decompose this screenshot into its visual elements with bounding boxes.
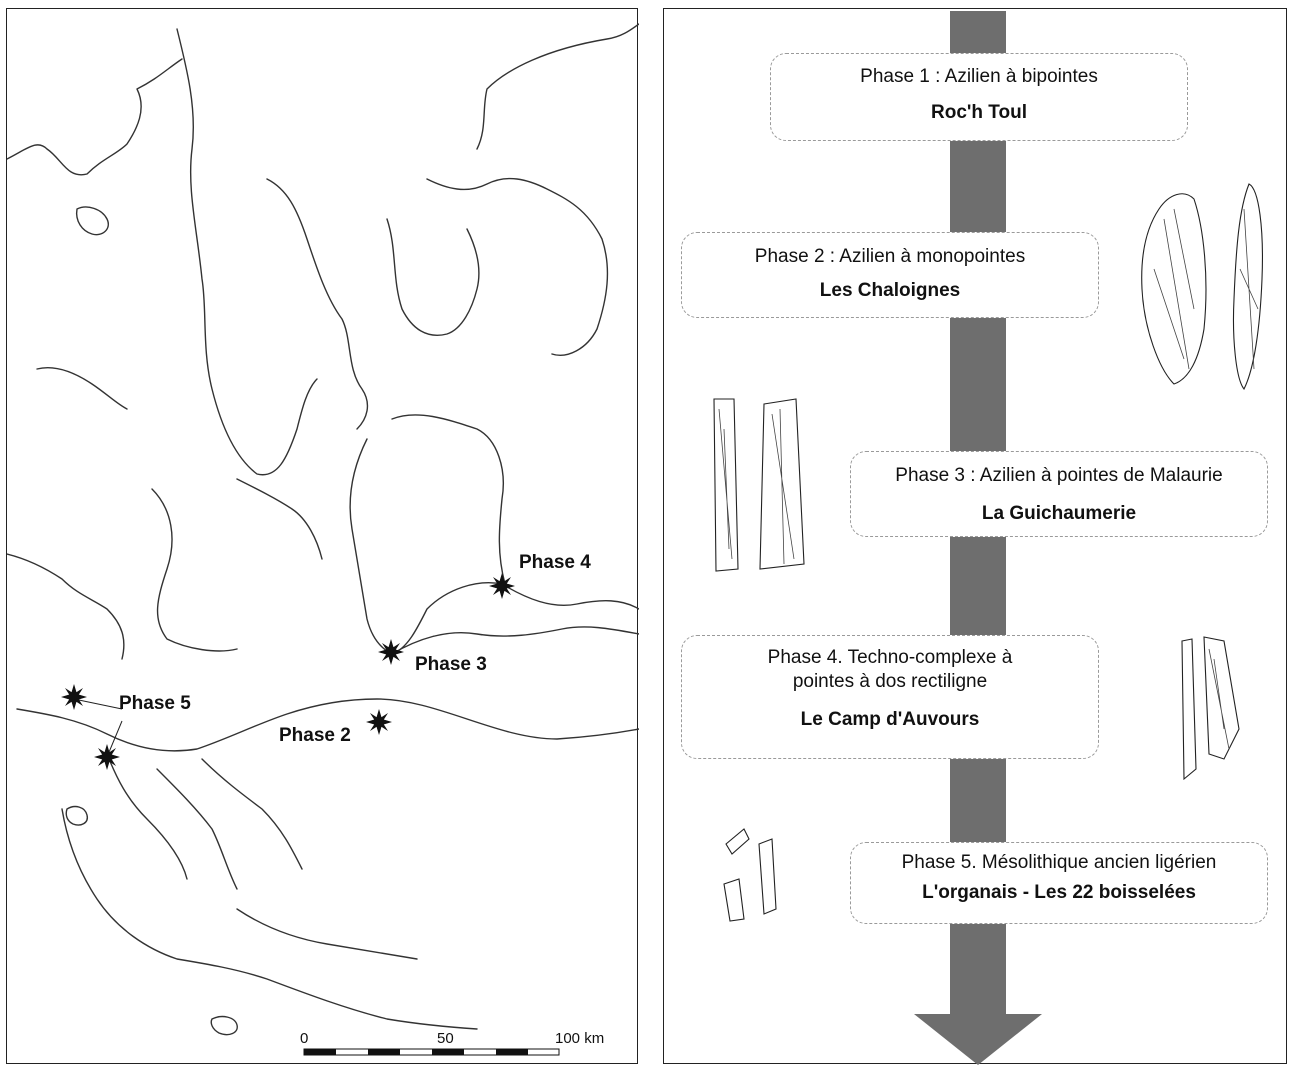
scale-label-0: 0: [300, 1030, 308, 1047]
phase-title-1: Phase 1 : Azilien à bipointes: [860, 66, 1098, 87]
phase-site-1: Roc'h Toul: [931, 102, 1027, 123]
coastline-northeast: [476, 23, 639, 150]
river-east-loop: [349, 438, 503, 655]
island: [75, 206, 109, 236]
river-west-4: [236, 478, 323, 560]
island-2: [65, 805, 88, 826]
river-south-3: [201, 758, 303, 870]
river-east-2: [391, 414, 506, 585]
map-panel: Phase 4 Phase 3 Phase 5 Phase 2 0 50 100…: [6, 8, 639, 1064]
river-north-1: [176, 28, 318, 476]
phase-title-2: Phase 2 : Azilien à monopointes: [754, 246, 1026, 267]
scale-label-50: 50: [437, 1030, 454, 1047]
phase-site-2: Les Chaloignes: [819, 280, 961, 301]
phase-box-4: Phase 4. Techno-complexe à pointes à dos…: [681, 635, 1099, 759]
phase-title-5: Phase 5. Mésolithique ancien ligérien: [901, 852, 1217, 873]
river-east-3: [501, 583, 639, 610]
artifact-drawing-phase5: [723, 828, 777, 922]
phase-box-2: Phase 2 : Azilien à monopointes Les Chal…: [681, 232, 1099, 318]
river-west-1: [7, 553, 125, 660]
site-label-phase2: Phase 2: [279, 725, 351, 746]
phase-box-3: Phase 3 : Azilien à pointes de Malaurie …: [850, 451, 1268, 537]
site-label-phase5: Phase 5: [119, 693, 191, 714]
phase-box-1: Phase 1 : Azilien à bipointes Roc'h Toul: [770, 53, 1188, 141]
river-west-2: [36, 367, 128, 410]
phase5-leader-line: [73, 698, 123, 710]
site-marker-phase5b: [94, 744, 120, 770]
island-3: [210, 1015, 238, 1036]
site-marker-phase3: [378, 639, 404, 665]
phase-site-3: La Guichaumerie: [981, 503, 1137, 524]
coastline-north: [7, 58, 183, 176]
artifact-drawing-phase3: [713, 398, 805, 572]
chronology-panel: Phase 1 : Azilien à bipointes Roc'h Toul…: [663, 8, 1287, 1065]
artifact-drawing-phase4: [1181, 636, 1240, 781]
site-marker-phase5a: [61, 684, 87, 710]
site-label-phase3: Phase 3: [415, 654, 487, 675]
phase-site-5: L'organais - Les 22 boisselées: [922, 882, 1196, 903]
site-marker-phase2: [366, 709, 392, 735]
river-south-2: [156, 768, 238, 890]
river-north-4: [386, 218, 480, 336]
site-marker-phase4: [489, 573, 515, 599]
river-south-1: [106, 753, 188, 880]
phase5-leader-line-2: [106, 720, 123, 758]
river-west-3: [151, 488, 238, 652]
phase-title-3: Phase 3 : Azilien à pointes de Malaurie: [895, 465, 1223, 486]
scale-bar: 0 50 100 km: [300, 1030, 604, 1056]
river-central: [391, 626, 639, 655]
phase-title-4: Phase 4. Techno-complexe à pointes à dos…: [767, 647, 1013, 692]
river-north-2: [266, 178, 369, 430]
scale-label-100km: 100 km: [555, 1030, 604, 1047]
phase-box-5: Phase 5. Mésolithique ancien ligérien L'…: [850, 842, 1268, 924]
river-north-3: [426, 177, 609, 356]
arrow-head: [914, 1014, 1042, 1065]
phase-site-4: Le Camp d'Auvours: [800, 709, 980, 730]
river-south-4: [236, 908, 418, 960]
loire-main: [16, 698, 639, 752]
river-map: Phase 4 Phase 3 Phase 5 Phase 2 0 50 100…: [7, 23, 639, 1056]
coast-south: [61, 808, 478, 1030]
artifact-drawing-phase2: [1141, 183, 1263, 391]
site-label-phase4: Phase 4: [519, 552, 591, 573]
